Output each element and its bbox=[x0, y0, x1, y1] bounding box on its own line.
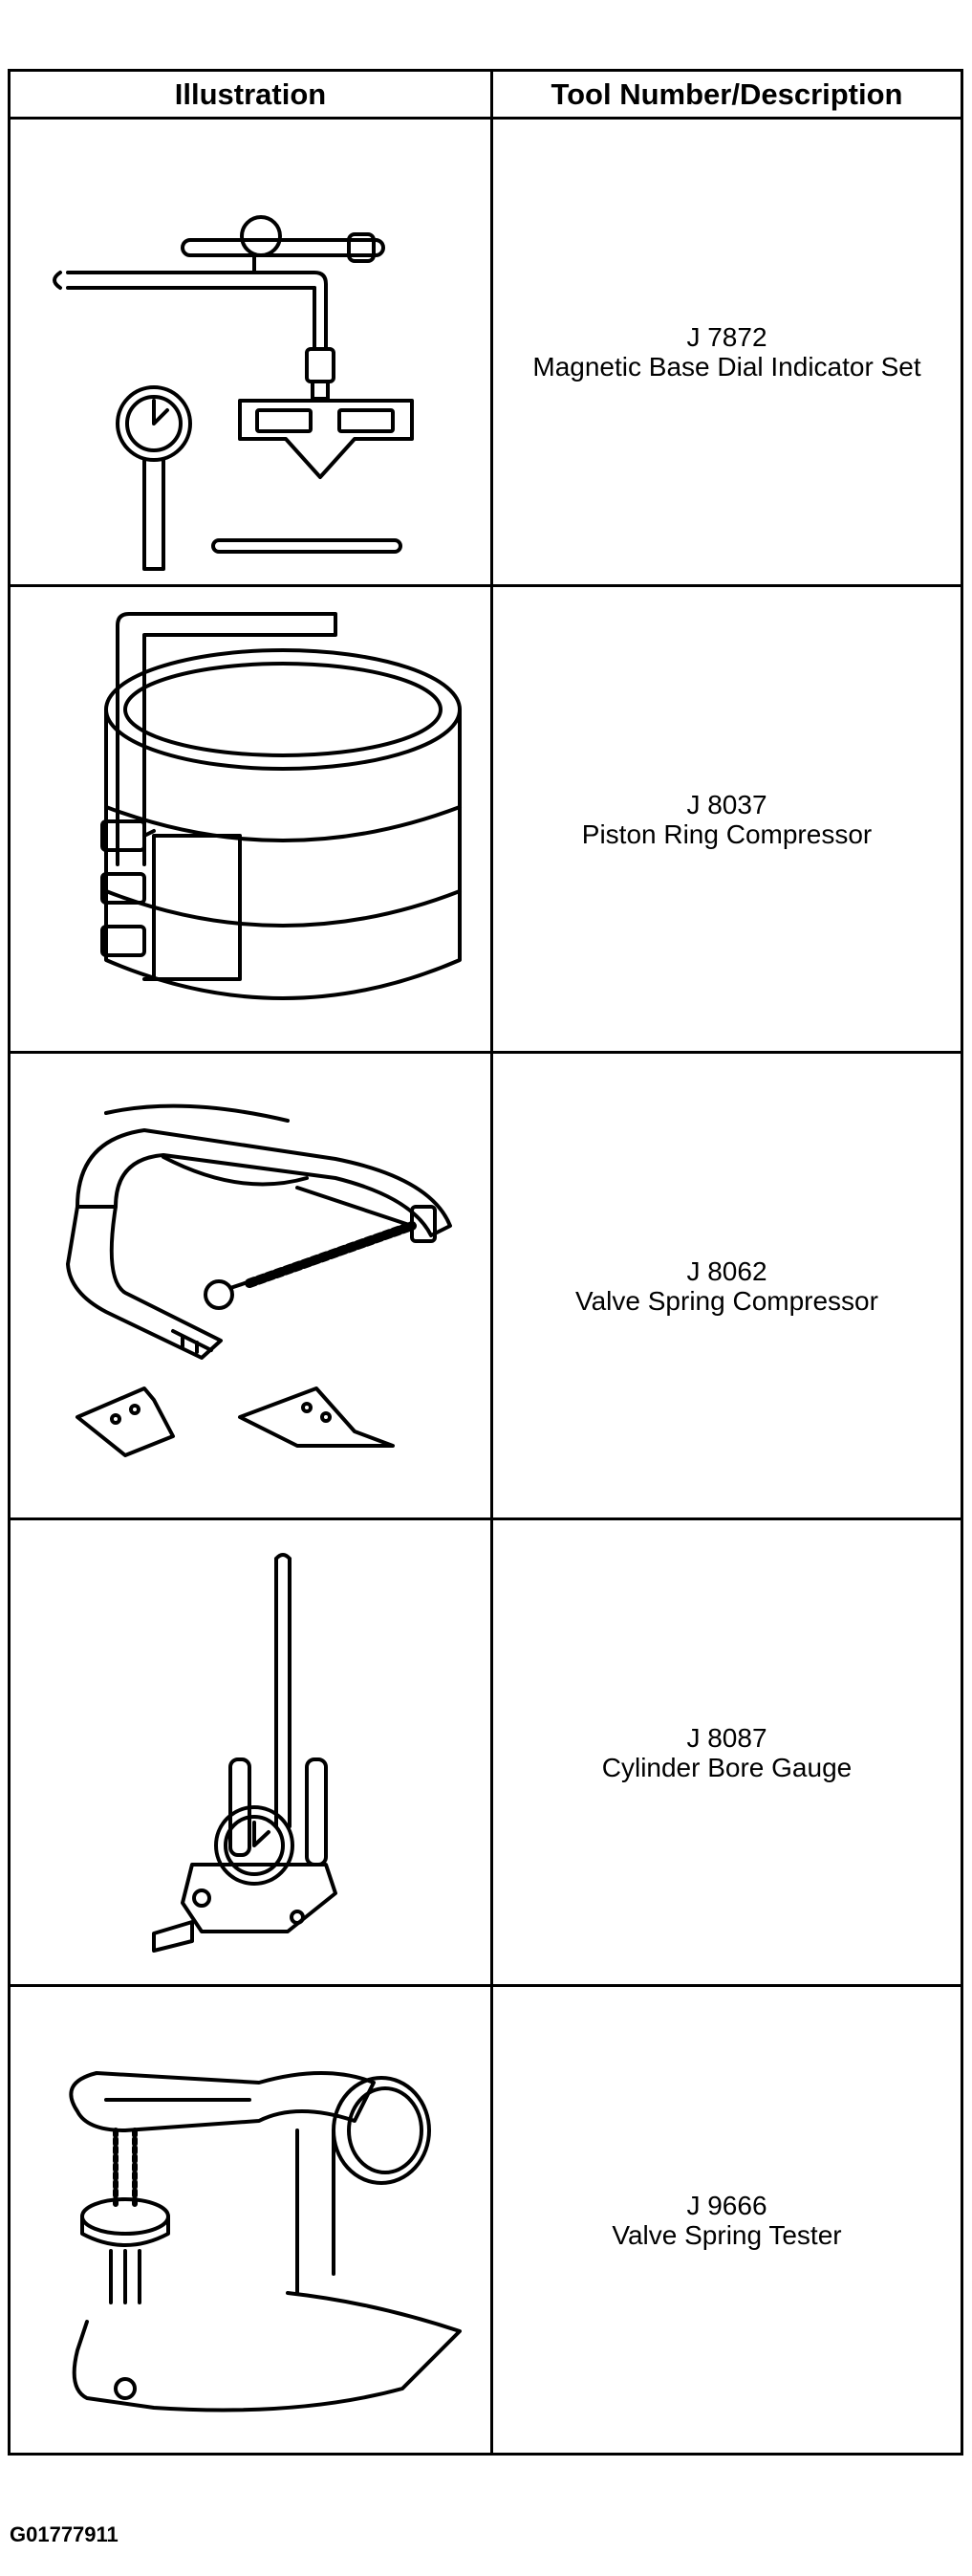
tool-description-cell: J 9666 Valve Spring Tester bbox=[493, 1987, 961, 2453]
tool-number: J 7872 bbox=[686, 322, 767, 352]
dial-indicator-icon bbox=[53, 215, 414, 571]
tool-description-cell: J 8062 Valve Spring Compressor bbox=[493, 1054, 961, 1517]
table-row: J 7872 Magnetic Base Dial Indicator Set bbox=[11, 120, 961, 584]
table-row: J 9666 Valve Spring Tester bbox=[11, 1987, 961, 2453]
row-divider bbox=[11, 1517, 961, 1520]
spring-tester-icon bbox=[69, 2071, 462, 2412]
row-divider bbox=[11, 1051, 961, 1054]
table-row: J 8037 Piston Ring Compressor bbox=[11, 587, 961, 1051]
tool-number: J 8062 bbox=[686, 1255, 767, 1286]
table-header: Illustration Tool Number/Description bbox=[11, 72, 961, 120]
table-row: J 8087 Cylinder Bore Gauge bbox=[11, 1520, 961, 1984]
illustration-cell bbox=[11, 1520, 490, 1984]
tool-description: Valve Spring Tester bbox=[612, 2219, 842, 2250]
bore-gauge-icon bbox=[152, 1553, 337, 1953]
ring-compressor-icon bbox=[100, 612, 462, 1000]
tool-description-cell: J 8087 Cylinder Bore Gauge bbox=[493, 1520, 961, 1984]
tool-table: Illustration Tool Number/Description bbox=[8, 69, 963, 2456]
figure-id: G01777911 bbox=[10, 2522, 119, 2546]
tool-description: Cylinder Bore Gauge bbox=[601, 1752, 853, 1782]
tool-description: Piston Ring Compressor bbox=[581, 819, 873, 849]
illustration-cell bbox=[11, 1987, 490, 2453]
tool-number: J 9666 bbox=[686, 2190, 767, 2220]
row-divider bbox=[11, 1984, 961, 1987]
illustration-cell bbox=[11, 120, 490, 584]
tool-number: J 8087 bbox=[686, 1722, 767, 1753]
tool-number: J 8037 bbox=[686, 789, 767, 819]
tool-description-cell: J 7872 Magnetic Base Dial Indicator Set bbox=[493, 120, 961, 584]
illustration-cell bbox=[11, 587, 490, 1051]
column-divider bbox=[490, 72, 493, 2453]
table-row: J 8062 Valve Spring Compressor bbox=[11, 1054, 961, 1517]
tool-description: Magnetic Base Dial Indicator Set bbox=[532, 352, 921, 382]
illustration-cell bbox=[11, 1054, 490, 1517]
row-divider bbox=[11, 584, 961, 587]
tool-description: Valve Spring Compressor bbox=[575, 1285, 878, 1316]
valve-compressor-icon bbox=[66, 1103, 452, 1457]
header-illustration: Illustration bbox=[174, 77, 327, 111]
header-tool-description: Tool Number/Description bbox=[551, 77, 903, 111]
tool-description-cell: J 8037 Piston Ring Compressor bbox=[493, 587, 961, 1051]
